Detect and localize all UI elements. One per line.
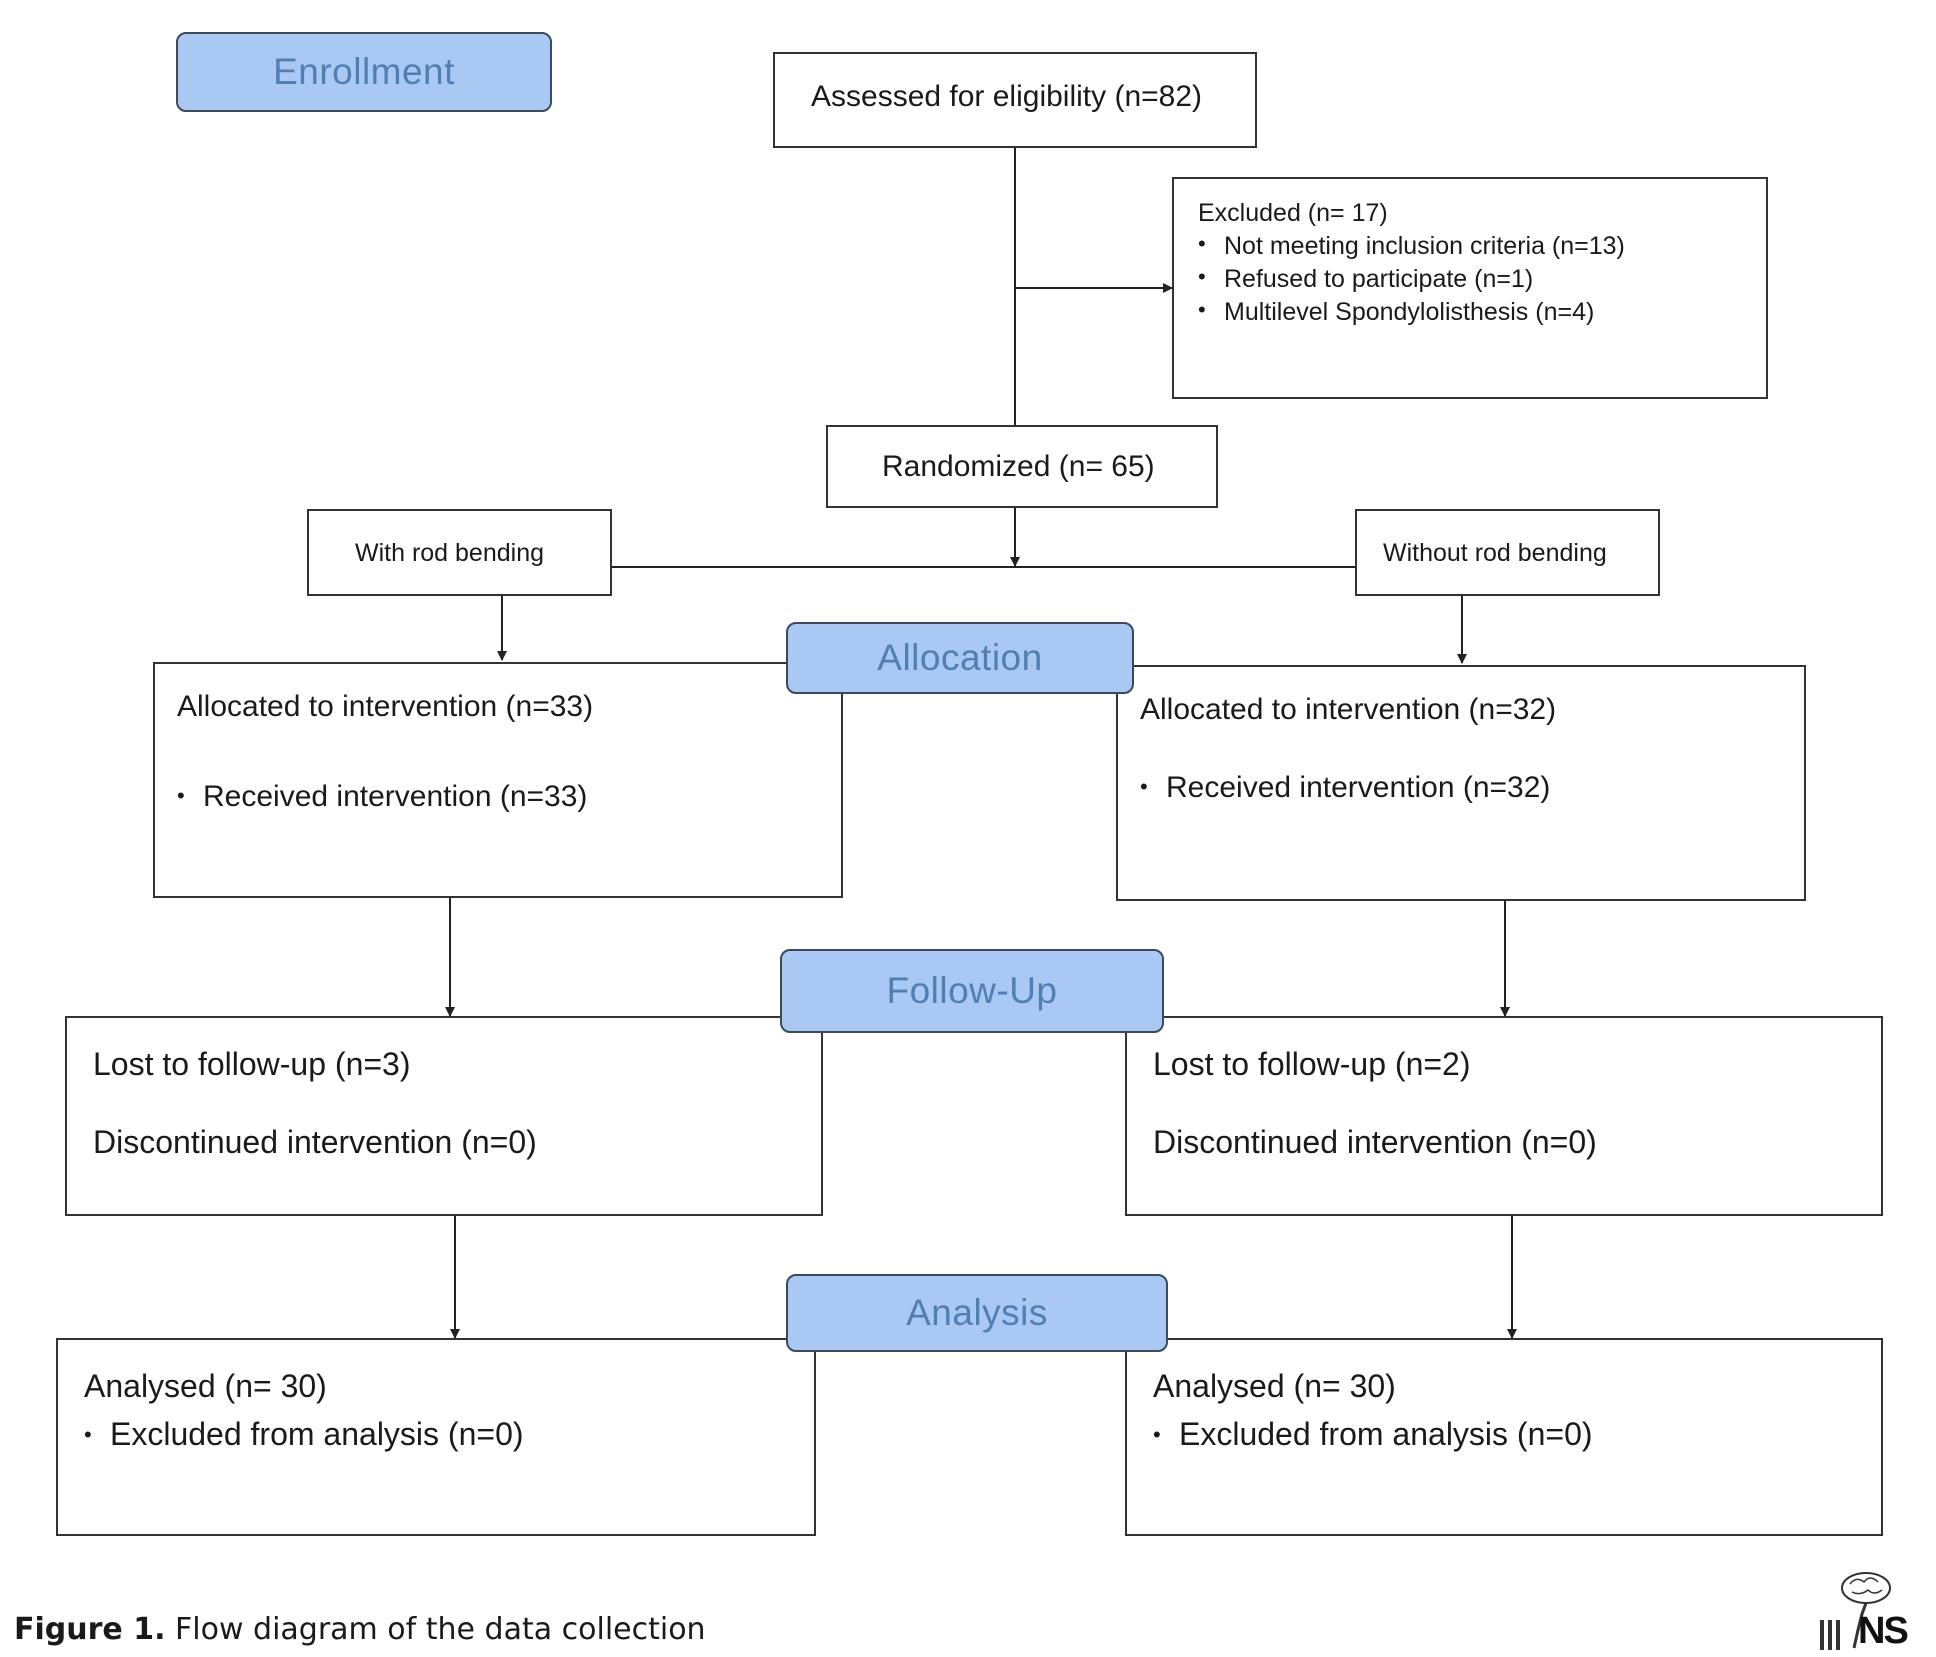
- followup-left-discontinued: Discontinued intervention (n=0): [93, 1124, 537, 1160]
- phase-allocation: Allocation: [786, 622, 1134, 694]
- phase-enrollment: Enrollment: [176, 32, 552, 112]
- allocated-right-item: Received intervention (n=32): [1140, 773, 1550, 803]
- node-allocated-right: Allocated to intervention (n=32) Receive…: [1116, 665, 1806, 901]
- node-excluded: Excluded (n= 17) Not meeting inclusion c…: [1172, 177, 1768, 399]
- node-without-rod-bending: Without rod bending: [1355, 509, 1660, 596]
- excluded-title: Excluded (n= 17): [1198, 199, 1388, 227]
- node-without-rod-bending-text: Without rod bending: [1383, 539, 1607, 567]
- phase-allocation-label: Allocation: [877, 637, 1043, 678]
- followup-left-lost: Lost to follow-up (n=3): [93, 1046, 411, 1082]
- allocated-left-item: Received intervention (n=33): [177, 782, 587, 812]
- node-randomized: Randomized (n= 65): [826, 425, 1218, 508]
- phase-enrollment-label: Enrollment: [273, 51, 455, 92]
- node-assessed-text: Assessed for eligibility (n=82): [811, 80, 1203, 113]
- excluded-item: Multilevel Spondylolisthesis (n=4): [1198, 299, 1594, 325]
- node-analysis-right: Analysed (n= 30) Excluded from analysis …: [1125, 1338, 1883, 1536]
- allocated-left-title: Allocated to intervention (n=33): [177, 690, 594, 723]
- node-assessed: Assessed for eligibility (n=82): [773, 52, 1257, 148]
- analysis-left-excluded: Excluded from analysis (n=0): [84, 1418, 524, 1450]
- node-analysis-left: Analysed (n= 30) Excluded from analysis …: [56, 1338, 816, 1536]
- phase-follow-up-label: Follow-Up: [886, 970, 1058, 1011]
- phase-follow-up: Follow-Up: [780, 949, 1164, 1033]
- analysis-left-analysed: Analysed (n= 30): [84, 1368, 327, 1404]
- caption-text: Flow diagram of the data collection: [165, 1612, 706, 1647]
- node-allocated-left: Allocated to intervention (n=33) Receive…: [153, 662, 843, 898]
- node-with-rod-bending-text: With rod bending: [355, 539, 545, 567]
- excluded-item: Refused to participate (n=1): [1198, 266, 1533, 292]
- phase-analysis: Analysis: [786, 1274, 1168, 1352]
- caption-label: Figure 1.: [14, 1612, 166, 1647]
- node-with-rod-bending: With rod bending: [307, 509, 612, 596]
- allocated-right-title: Allocated to intervention (n=32): [1140, 693, 1557, 726]
- node-randomized-text: Randomized (n= 65): [882, 450, 1155, 483]
- followup-right-lost: Lost to follow-up (n=2): [1153, 1046, 1471, 1082]
- followup-right-discontinued: Discontinued intervention (n=0): [1153, 1124, 1597, 1160]
- excluded-item: Not meeting inclusion criteria (n=13): [1198, 233, 1625, 259]
- brain-icon: [1820, 1572, 1891, 1650]
- figure-caption: Figure 1. Flow diagram of the data colle…: [14, 1612, 706, 1647]
- node-followup-left: Lost to follow-up (n=3) Discontinued int…: [65, 1016, 823, 1216]
- node-followup-right: Lost to follow-up (n=2) Discontinued int…: [1125, 1016, 1883, 1216]
- logo-text: NS: [1858, 1610, 1909, 1652]
- analysis-right-excluded: Excluded from analysis (n=0): [1153, 1418, 1593, 1450]
- phase-analysis-label: Analysis: [906, 1292, 1048, 1333]
- analysis-right-analysed: Analysed (n= 30): [1153, 1368, 1396, 1404]
